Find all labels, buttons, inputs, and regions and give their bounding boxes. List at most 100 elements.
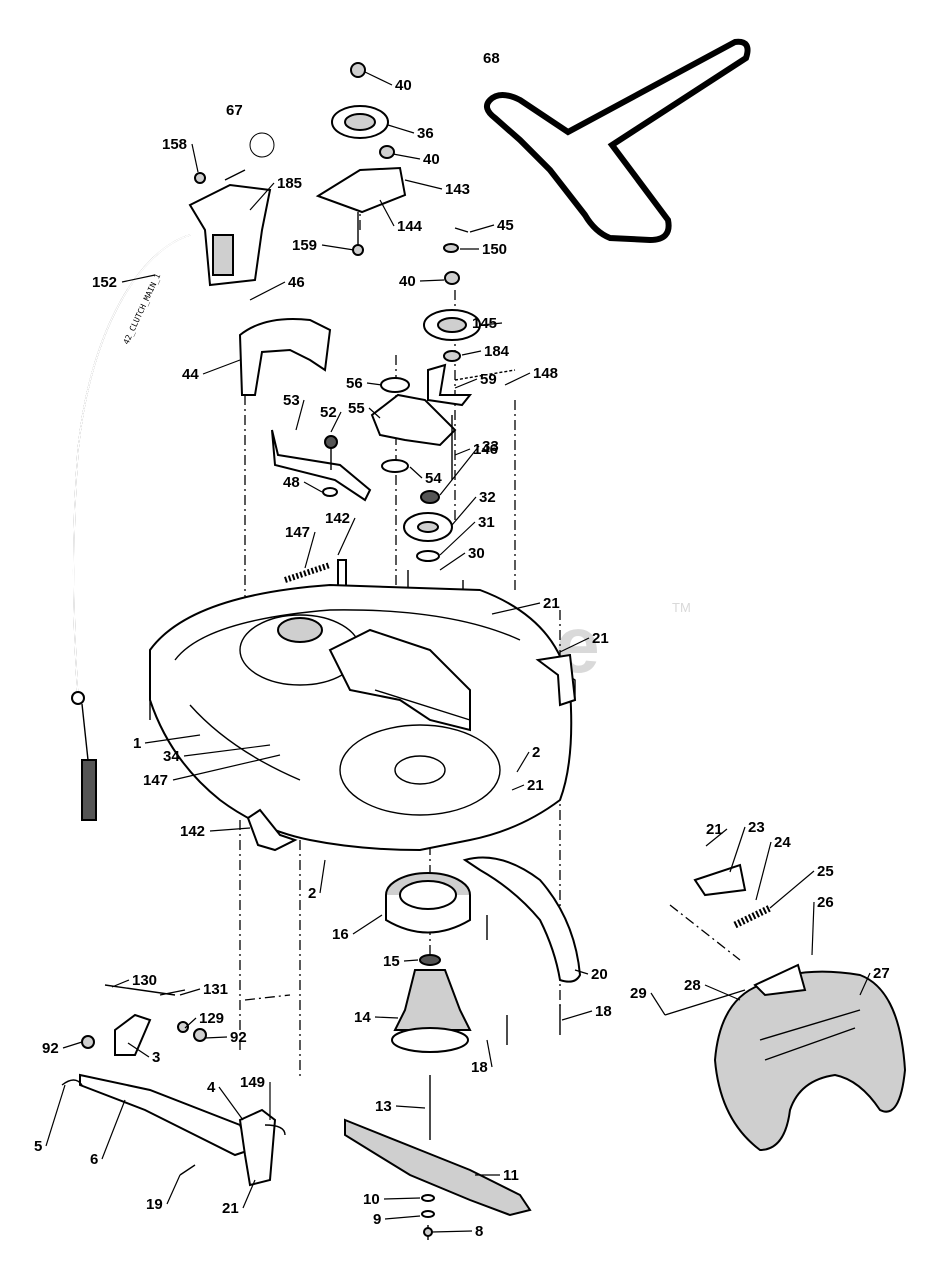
- part-label-55: 55: [348, 400, 365, 417]
- part-label-44: 44: [182, 366, 199, 383]
- part-label-147: 147: [285, 524, 310, 541]
- part-label-145: 145: [472, 315, 497, 332]
- leader-line-53: [295, 399, 305, 431]
- leader-line-147: [172, 754, 281, 781]
- leader-line-44: [202, 359, 241, 375]
- part-label-40: 40: [423, 151, 440, 168]
- part-label-28: 28: [684, 977, 701, 994]
- part-label-21: 21: [543, 595, 560, 612]
- part-label-21: 21: [706, 821, 723, 838]
- leader-line-10: [383, 1197, 421, 1200]
- part-label-21: 21: [527, 777, 544, 794]
- leader-line-146: [454, 448, 471, 456]
- leader-line-16: [352, 914, 383, 935]
- part-label-147: 147: [143, 772, 168, 789]
- spindle-assembly: [344, 872, 532, 1240]
- part-label-14: 14: [354, 1009, 371, 1026]
- leader-line-26: [811, 901, 815, 956]
- pulley-stack-right: [370, 227, 516, 562]
- part-label-10: 10: [363, 1191, 380, 1208]
- leader-line-2: [319, 859, 326, 894]
- leader-line-9: [384, 1215, 421, 1220]
- leader-line-31: [439, 521, 476, 556]
- leader-line-20: [574, 969, 589, 975]
- leader-line-4: [218, 1086, 244, 1121]
- leader-line-2: [516, 751, 530, 773]
- part-label-26: 26: [817, 894, 834, 911]
- part-label-130: 130: [132, 972, 157, 989]
- leader-line-147: [304, 531, 316, 569]
- part-label-13: 13: [375, 1098, 392, 1115]
- leader-line-48: [303, 481, 323, 493]
- lift-linkage: [61, 984, 286, 1187]
- leader-line-40: [364, 71, 393, 86]
- leader-line-30: [439, 552, 466, 571]
- leader-line-28: [704, 984, 741, 1001]
- cable-marking: 42_CLUTCH_MAIN_1: [122, 272, 163, 346]
- leader-line-1: [144, 734, 201, 744]
- part-label-67: 67: [226, 102, 243, 119]
- leader-line-23: [729, 826, 746, 873]
- part-label-29: 29: [630, 985, 647, 1002]
- part-label-2: 2: [308, 885, 316, 902]
- part-label-152: 152: [92, 274, 117, 291]
- leader-line-13: [395, 1105, 426, 1109]
- leader-lines: [45, 71, 871, 1233]
- part-label-18: 18: [595, 1003, 612, 1020]
- discharge-chute: [713, 963, 907, 1152]
- leader-line-142: [337, 517, 356, 556]
- part-label-32: 32: [479, 489, 496, 506]
- leader-line-40: [392, 153, 421, 160]
- leader-line-56: [366, 382, 383, 386]
- part-label-131: 131: [203, 981, 228, 998]
- part-label-16: 16: [332, 926, 349, 943]
- leader-line-92: [204, 1036, 228, 1039]
- part-label-185: 185: [277, 175, 302, 192]
- part-label-143: 143: [445, 181, 470, 198]
- part-label-144: 144: [397, 218, 423, 235]
- part-label-31: 31: [478, 514, 495, 531]
- leader-line-142: [209, 827, 251, 832]
- part-label-59: 59: [480, 371, 497, 388]
- part-label-2: 2: [532, 744, 540, 761]
- part-label-24: 24: [774, 834, 791, 851]
- part-label-21: 21: [592, 630, 609, 647]
- idler-arm: [271, 429, 372, 502]
- leader-line-152: [121, 274, 156, 283]
- part-label-6: 6: [90, 1151, 98, 1168]
- part-label-45: 45: [497, 217, 514, 234]
- leader-line-40: [419, 279, 445, 282]
- part-label-146: 146: [473, 441, 498, 458]
- leader-line-32: [451, 496, 477, 526]
- leader-line-130: [111, 979, 130, 988]
- part-label-30: 30: [468, 545, 485, 562]
- leader-line-21: [705, 828, 728, 847]
- part-label-184: 184: [484, 343, 510, 360]
- leader-line-29: [650, 992, 666, 1016]
- part-label-1: 1: [133, 735, 141, 752]
- part-label-3: 3: [152, 1049, 160, 1066]
- part-label-92: 92: [230, 1029, 247, 1046]
- leader-line-27: [859, 972, 871, 996]
- bracket-21-right: [535, 653, 577, 707]
- part-label-46: 46: [288, 274, 305, 291]
- part-label-68: 68: [483, 50, 500, 67]
- part-label-149: 149: [240, 1074, 265, 1091]
- part-label-34: 34: [163, 748, 180, 765]
- part-label-56: 56: [346, 375, 363, 392]
- part-label-53: 53: [283, 392, 300, 409]
- leader-line-3: [127, 1042, 150, 1058]
- belt-guard: [238, 318, 332, 396]
- part-label-33: 33: [482, 438, 499, 455]
- part-label-150: 150: [482, 241, 507, 258]
- leader-line-52: [330, 411, 342, 433]
- leader-line-158: [191, 143, 199, 173]
- leader-line-34: [183, 744, 271, 757]
- part-label-4: 4: [207, 1079, 216, 1096]
- leader-line-131: [179, 988, 201, 996]
- leader-line-24: [755, 841, 772, 901]
- part-label-92: 92: [42, 1040, 59, 1057]
- part-label-15: 15: [383, 953, 400, 970]
- part-label-20: 20: [591, 966, 608, 983]
